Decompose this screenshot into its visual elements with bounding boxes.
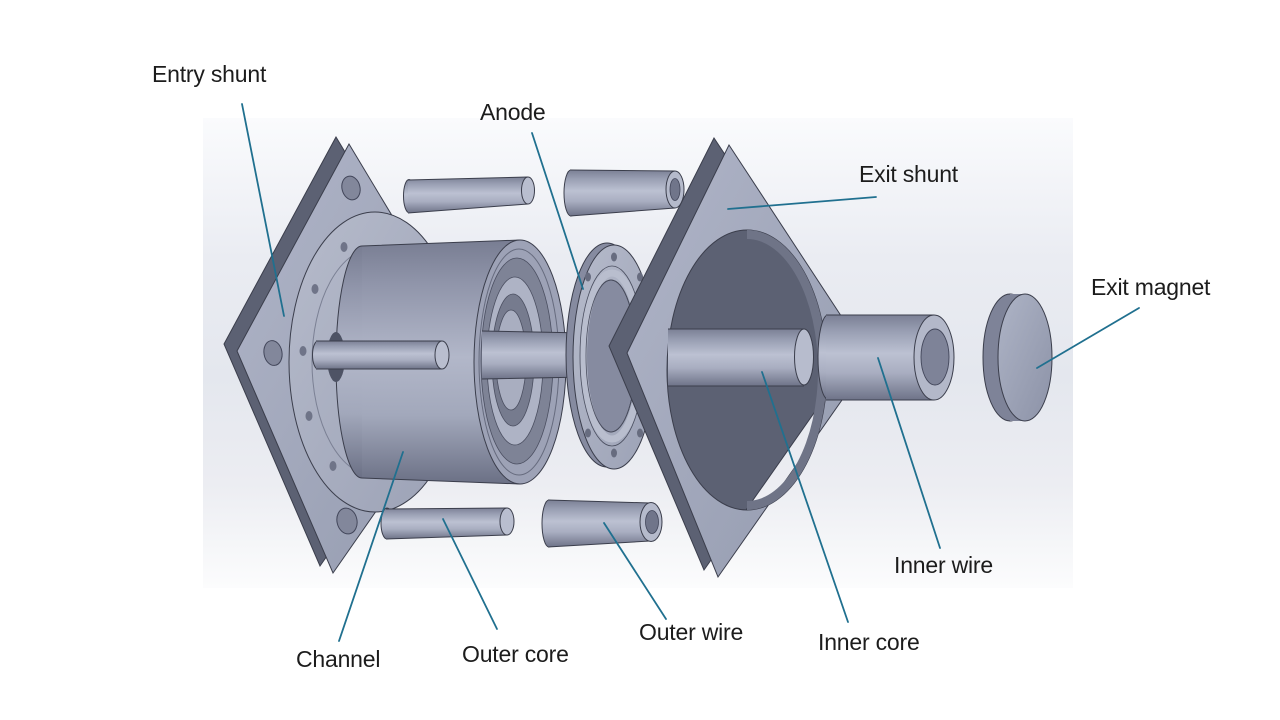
leader-exit-magnet — [1036, 307, 1140, 369]
entry-shunt-corner-hole — [341, 175, 361, 201]
entry-shunt-corner-hole — [336, 507, 358, 535]
outer-wire-tube — [541, 499, 663, 548]
label-exit-shunt: Exit shunt — [859, 161, 958, 187]
label-inner-core: Inner core — [818, 629, 920, 655]
label-exit-magnet: Exit magnet — [1091, 274, 1211, 300]
label-anode: Anode — [480, 99, 546, 125]
leader-lines — [241, 103, 1140, 642]
leader-channel — [338, 451, 404, 642]
inner-wire-part — [817, 314, 955, 401]
leader-inner-wire — [877, 357, 941, 549]
leader-anode — [531, 132, 584, 290]
entry-shunt-corner-hole — [263, 340, 283, 366]
inner-core-part — [668, 328, 814, 387]
leader-inner-core — [761, 371, 849, 623]
side-pin-part — [312, 332, 450, 382]
outer-core-top-rod — [403, 176, 535, 214]
label-outer-core: Outer core — [462, 641, 569, 667]
outer-core-rod — [380, 507, 515, 540]
leader-entry-shunt — [241, 103, 285, 317]
exit-magnet-part — [982, 293, 1053, 422]
leader-outer-core — [442, 518, 498, 630]
anode-bolt-holes — [585, 252, 643, 458]
leader-exit-shunt — [727, 196, 877, 210]
label-entry-shunt: Entry shunt — [152, 61, 267, 87]
leader-outer-wire — [603, 522, 667, 620]
label-inner-wire: Inner wire — [894, 552, 993, 578]
label-outer-wire: Outer wire — [639, 619, 744, 645]
outer-wire-top-tube — [563, 169, 685, 217]
label-channel: Channel — [296, 646, 381, 672]
